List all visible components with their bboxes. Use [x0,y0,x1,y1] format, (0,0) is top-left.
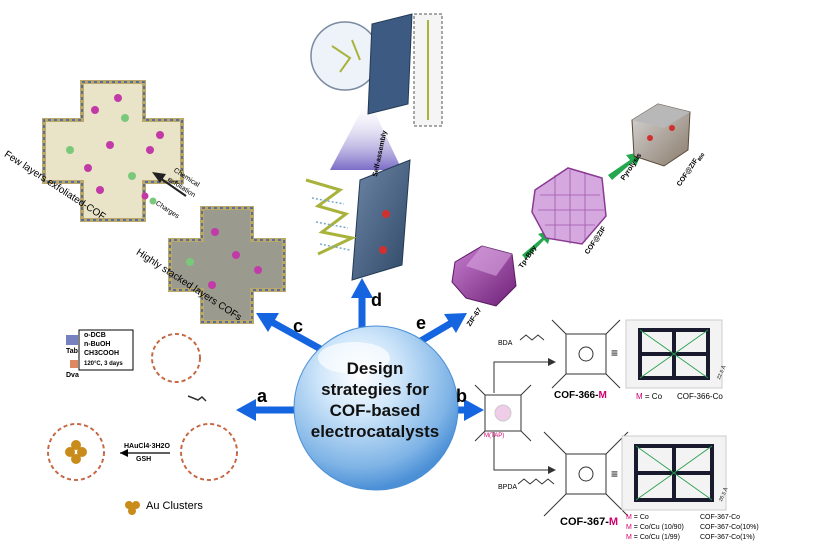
panel-a-cof-au [47,329,238,515]
legend-name-3: COF-367-Co(1%) [700,534,755,541]
cof366-structure [551,319,621,389]
legend-m-1: M [626,514,632,521]
label-d: d [371,290,382,310]
dva-molecule [70,360,78,368]
label-e: e [416,313,427,333]
cof367-m: M [608,516,619,528]
cof366-label: COF-366-M [554,390,607,401]
dva-label: Dva [66,372,79,379]
charge-dot [149,197,157,205]
panel-e-zif-cof [451,103,691,307]
legend-name-1: COF-367-Co [700,514,741,521]
legend-row-2: M = Co/Cu (10/90) [626,524,684,531]
bda-linker [519,334,545,341]
graphene-sheet [351,159,411,281]
exfoliation-arrow [152,172,187,197]
center-title-line3: COF-based [329,401,421,420]
cof366co-label: COF-366-Co [677,392,723,401]
cof-zif-crystal [531,167,607,245]
legend-m-3: M [626,534,632,541]
condition-2: n-BuOH [84,341,111,348]
mtap-molecule [474,384,532,442]
cof367-label: COF-367-M [560,516,618,528]
equiv-sign-1: ≡ [611,346,619,360]
m-co-value: = Co [642,392,663,401]
zoom-circle [310,21,380,91]
center-title-line1: Design [346,359,404,378]
cof367-structure [543,431,629,517]
label-b: b [456,386,467,406]
panel-d-self-assembly [305,13,443,281]
m-co-label: M = Co [636,392,662,401]
cof366-text: COF-366- [554,390,599,401]
sphere-highlight [318,342,390,374]
bpda-label: BPDA [498,484,518,491]
panel-b-cof-366-367 [474,319,727,517]
au-cluster-inside [65,440,87,464]
legend-row-3: M = Co/Cu (1/99) [626,534,680,541]
legend-val-2: = Co/Cu (10/90) [631,524,684,531]
sheet-closeup [367,13,413,115]
m-co-symbol: M [636,392,643,401]
branch-lines [493,361,548,471]
condition-temp: 120°C, 3 days [84,361,123,367]
bda-label: BDA [498,340,513,347]
cof367-text: COF-367- [560,516,609,528]
au-clusters-label: Au Clusters [146,500,203,512]
green-arrow-1 [522,230,552,259]
legend-val-3: = Co/Cu (1/99) [631,534,680,541]
legend-name-2: COF-367-Co(10%) [700,524,759,531]
center-title-line2: strategies for [321,380,429,399]
center-title: Design strategies for COF-based electroc… [296,358,454,442]
cof366-m: M [598,390,607,401]
legend-row-1: M = Co [626,514,649,521]
reagent-haucl4: HAuCl4·3H2O [124,443,170,450]
stirring-icon [187,395,207,402]
bpda-linker [517,478,555,485]
cof366-crystal-lattice [625,319,723,389]
reagent-gsh: GSH [136,456,152,463]
equiv-sign-2: ≡ [611,467,619,481]
charge-dot [141,192,149,200]
mtap-label: M(TAP) [484,433,505,439]
panel-c-exfoliated-cof [42,80,184,222]
cof367-crystal-lattice [621,435,727,511]
tab-molecule [66,335,78,345]
label-c: c [293,316,304,336]
au-cluster-legend-icon [125,501,140,515]
reaction-box [78,329,134,371]
arrow-c [256,313,328,356]
legend-m-2: M [626,524,632,531]
tab-label: Tab [66,348,78,355]
condition-1: o-DCB [84,332,106,339]
panel-c-stacked-cof [168,206,286,324]
label-a: a [257,386,268,406]
condition-3: CH3COOH [84,350,120,357]
green-arrow-2 [608,152,642,180]
legend-val-1: = Co [631,514,649,521]
center-title-line4: electrocatalysts [310,422,440,441]
